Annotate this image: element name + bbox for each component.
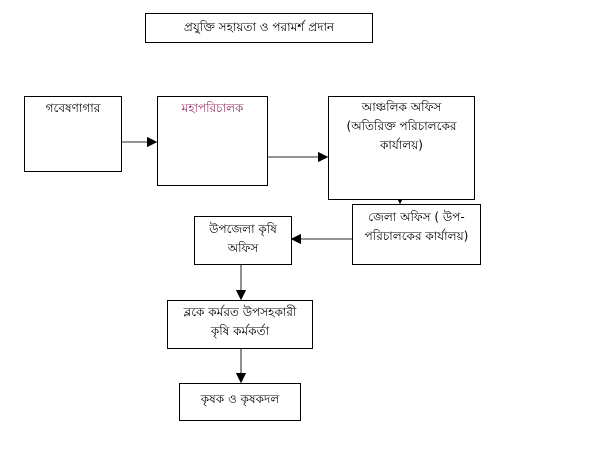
node-block-officer: ব্লকে কর্মরত উপসহকারী কৃষি কর্মকর্তা xyxy=(167,300,313,349)
title-text: প্রযুক্তি সহায়তা ও পরামর্শ প্রদান xyxy=(183,20,335,34)
node-district-office: জেলা অফিস ( উপ-পরিচালকের কার্যালয়) xyxy=(352,204,481,265)
node-regional-office-label: আঞ্চলিক অফিস (অতিরিক্ত পরিচালকের কার্যাল… xyxy=(346,100,457,152)
node-farmers-label: কৃষক ও কৃষকদল xyxy=(200,392,280,406)
node-block-officer-label: ব্লকে কর্মরত উপসহকারী কৃষি কর্মকর্তা xyxy=(183,305,297,338)
node-regional-office: আঞ্চলিক অফিস (অতিরিক্ত পরিচালকের কার্যাল… xyxy=(328,96,475,200)
node-director-general-label: মহাপরিচালক xyxy=(181,101,244,115)
node-farmers: কৃষক ও কৃষকদল xyxy=(179,383,301,421)
node-upazila-office-label: উপজেলা কৃষি অফিস xyxy=(209,222,277,255)
node-lab-label: গবেষণাগার xyxy=(45,101,101,115)
node-lab: গবেষণাগার xyxy=(24,96,122,172)
node-director-general: মহাপরিচালক xyxy=(157,96,268,186)
node-district-office-label: জেলা অফিস ( উপ-পরিচালকের কার্যালয়) xyxy=(364,210,469,243)
node-upazila-office: উপজেলা কৃষি অফিস xyxy=(194,216,292,265)
title-box: প্রযুক্তি সহায়তা ও পরামর্শ প্রদান xyxy=(145,13,373,43)
